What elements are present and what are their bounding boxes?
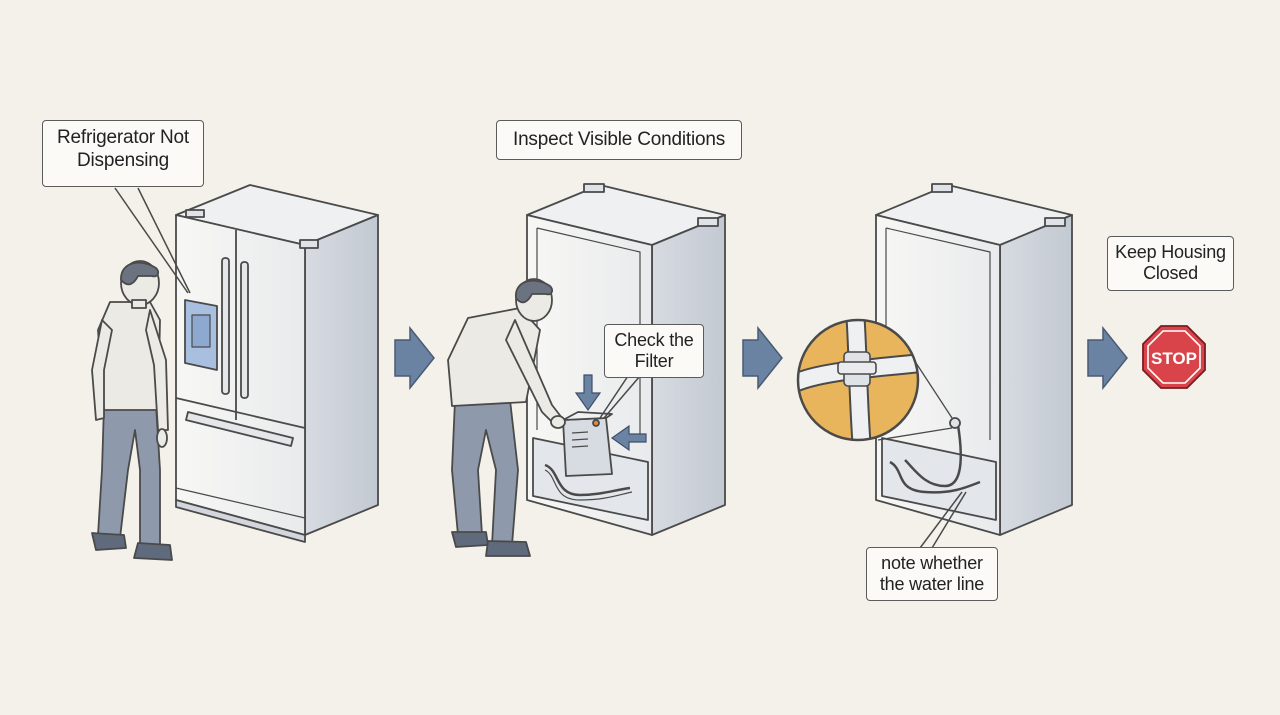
callout-note-water-line: note whether the water line — [866, 547, 998, 601]
step1-person — [91, 260, 173, 561]
step3-fridge — [875, 183, 1073, 536]
callout-line: Inspect Visible Conditions — [512, 129, 726, 150]
callout-line: Filter — [634, 351, 674, 371]
stop-sign: STOP — [1142, 325, 1206, 389]
flow-arrow-3 — [1087, 325, 1128, 391]
flow-arrow-1 — [394, 325, 435, 391]
callout-inspect-visible-conditions: Inspect Visible Conditions — [496, 120, 742, 160]
callout-check-the-filter: Check the Filter — [604, 324, 704, 378]
magnifier-detail — [796, 318, 920, 442]
filter-callout-pointer — [599, 375, 641, 419]
note-callout-pointer — [919, 491, 967, 549]
callout-line: Closed — [1143, 263, 1198, 283]
stop-sign-text: STOP — [1151, 349, 1197, 368]
callout-refrigerator-not-dispensing: Refrigerator Not Dispensing — [42, 120, 204, 187]
callout-line: Dispensing — [77, 150, 169, 171]
callout-line: note whether — [881, 553, 983, 573]
callout-keep-housing-closed: Keep Housing Closed — [1107, 236, 1234, 291]
step1-callout-pointer — [114, 187, 191, 294]
callout-line: Check the — [614, 330, 694, 350]
callout-line: Refrigerator Not — [57, 127, 189, 148]
step2-person — [447, 278, 566, 557]
step1-fridge — [175, 184, 379, 543]
flow-arrow-2 — [742, 325, 783, 391]
callout-line: the water line — [879, 574, 985, 594]
filter-pointer-arrows — [574, 374, 647, 452]
callout-line: Keep Housing — [1115, 242, 1226, 262]
